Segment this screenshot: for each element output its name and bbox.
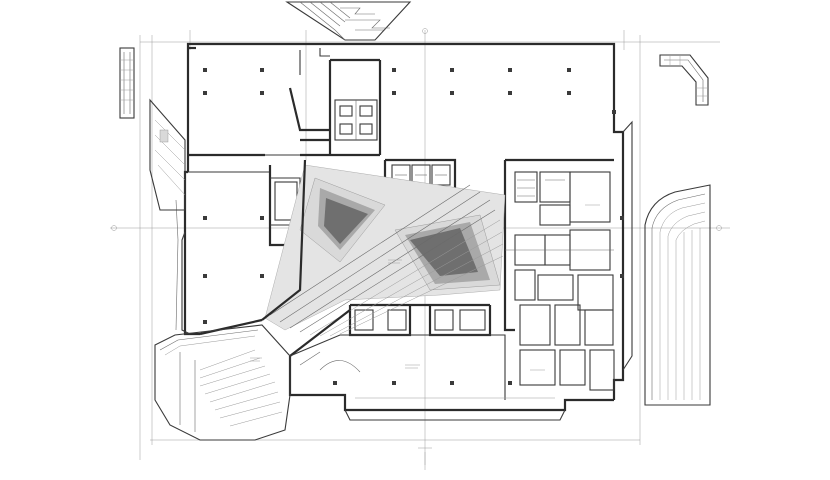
lower-left-terrace — [154, 324, 291, 441]
north-entry-stair — [285, 1, 412, 41]
right-detached-stair — [659, 54, 709, 106]
left-detached-stair — [119, 47, 135, 119]
right-ramp — [644, 184, 711, 406]
left-ramp — [149, 98, 191, 335]
room-label-marks — [250, 204, 600, 449]
lower-lobby — [288, 334, 614, 421]
building-outline — [183, 42, 633, 400]
central-atrium-ramp — [261, 159, 506, 357]
structural-columns — [203, 68, 624, 385]
